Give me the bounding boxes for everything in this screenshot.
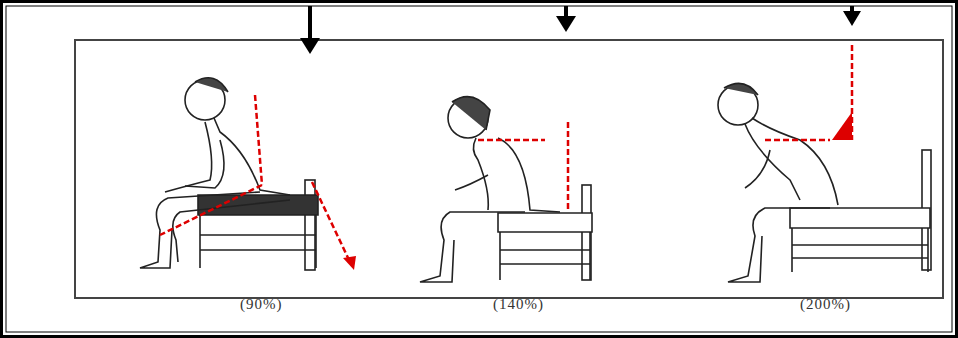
seated-figure [718, 83, 931, 282]
percentage-label: (140%) [493, 296, 544, 313]
outer-frame [6, 6, 952, 332]
load-arrows [300, 6, 861, 54]
seated-figure [140, 78, 318, 270]
picture-frame [75, 40, 943, 298]
seated-figure [420, 97, 592, 282]
percentage-label: (200%) [800, 296, 851, 313]
posture-line [160, 95, 356, 270]
posture-line [765, 45, 852, 140]
percentage-label: (90%) [240, 296, 283, 313]
posture-line [478, 122, 568, 212]
